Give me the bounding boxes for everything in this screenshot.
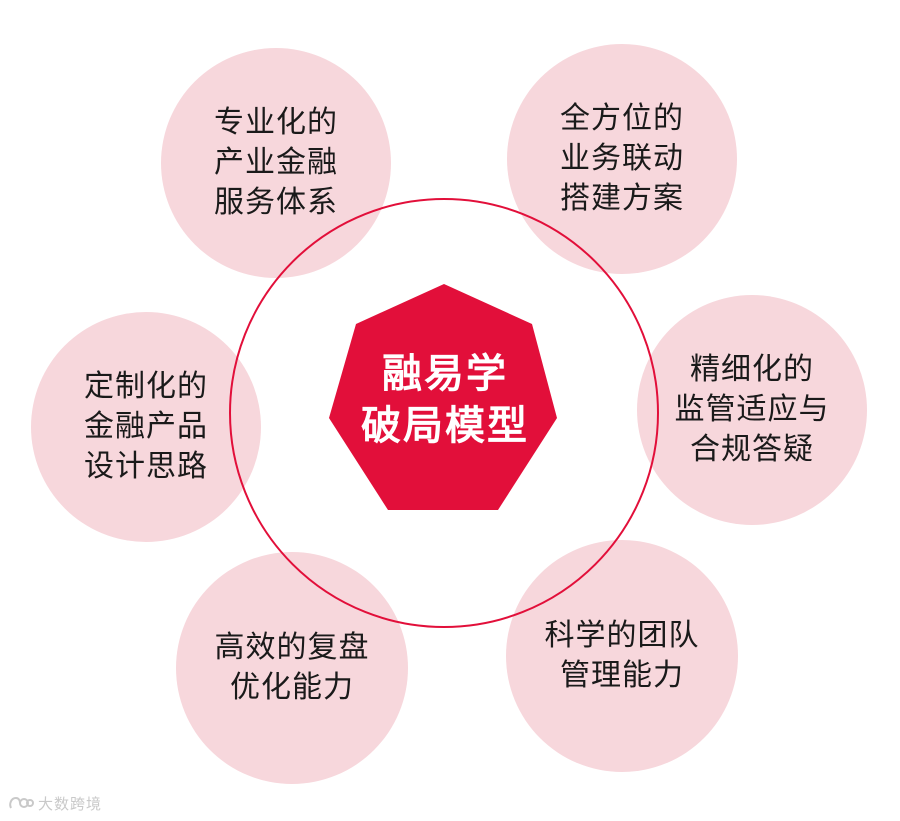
watermark-logo-icon (9, 796, 34, 809)
core-title-line: 融易学 (382, 351, 508, 397)
petal-line: 精细化的 (690, 352, 814, 387)
petal-line: 搭建方案 (560, 181, 684, 216)
center-ring (229, 198, 659, 628)
petal-line: 监管适应与 (674, 392, 830, 427)
petal-line: 高效的复盘 (214, 630, 370, 665)
core-title-line: 破局模型 (361, 403, 529, 449)
petal-top-left: 专业化的 产业金融 服务体系 (161, 48, 391, 278)
petal-line: 定制化的 (84, 369, 208, 404)
petal-line: 全方位的 (560, 101, 684, 136)
petal-line: 产业金融 (214, 145, 338, 180)
petal-line: 业务联动 (560, 141, 684, 176)
heptagon-shape (329, 284, 557, 510)
watermark: 大数跨境 (8, 792, 102, 814)
watermark-text: 大数跨境 (38, 794, 103, 813)
petal-line: 管理能力 (560, 658, 684, 693)
petal-line: 服务体系 (214, 185, 338, 220)
petal-line: 设计思路 (84, 449, 208, 484)
petal-line: 合规答疑 (690, 432, 814, 467)
petal-line: 优化能力 (230, 670, 354, 705)
petal-middle-right: 精细化的 监管适应与 合规答疑 (637, 295, 867, 525)
petal-line: 科学的团队 (544, 618, 700, 653)
petal-line: 金融产品 (84, 409, 208, 444)
petal-bottom-left: 高效的复盘 优化能力 (176, 552, 408, 784)
petal-middle-left: 定制化的 金融产品 设计思路 (31, 312, 261, 542)
petal-line: 专业化的 (214, 105, 338, 140)
core-label: 融易学 破局模型 (340, 330, 550, 470)
